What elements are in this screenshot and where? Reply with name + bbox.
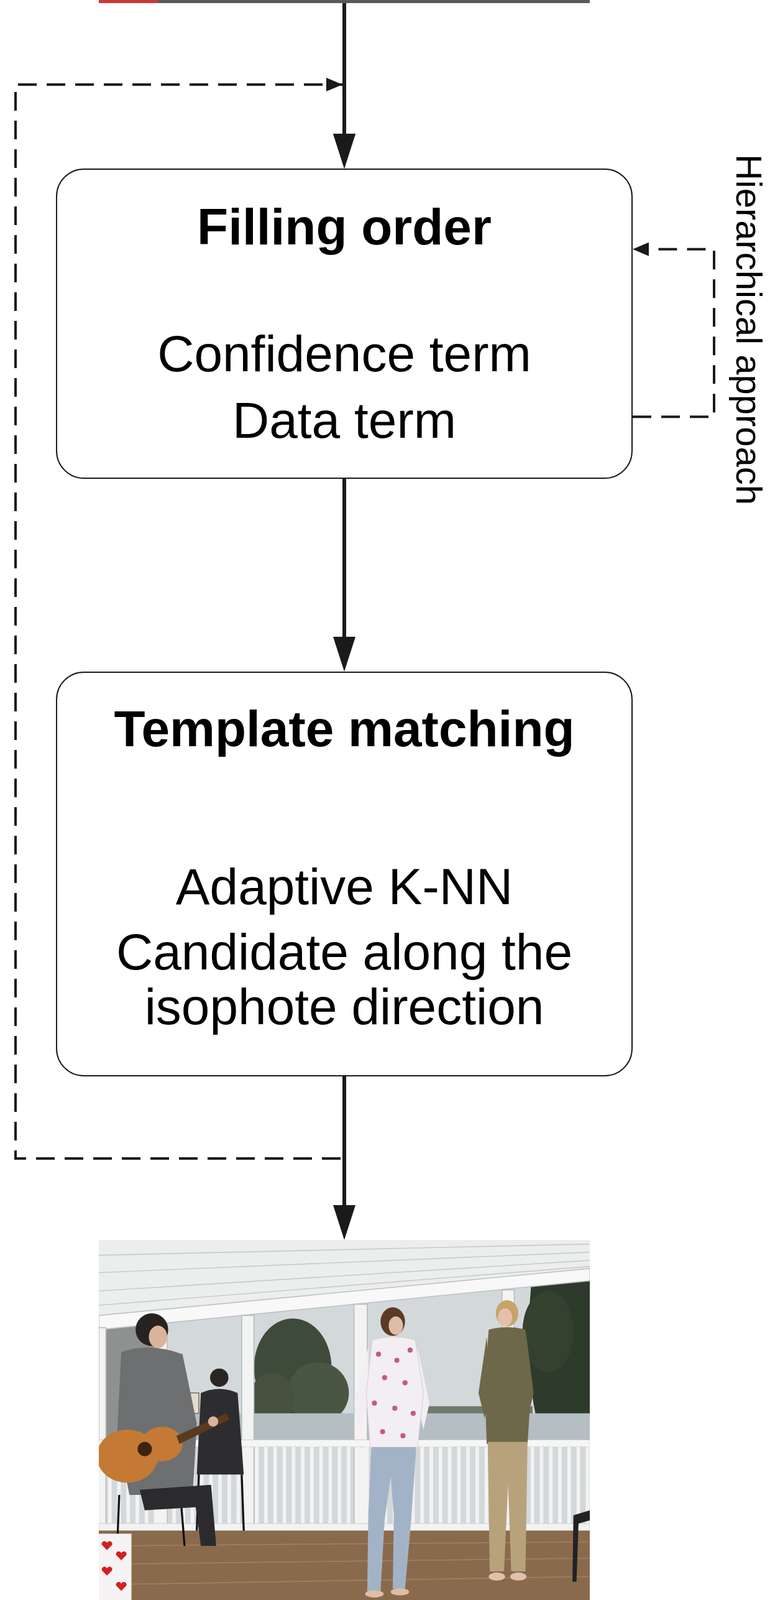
photo-detail	[148, 1324, 168, 1348]
photo-detail	[402, 1379, 408, 1385]
box-heading: Filling order	[197, 197, 492, 257]
connector	[632, 249, 715, 417]
photo-detail	[101, 1565, 113, 1575]
photo-detail	[497, 1307, 513, 1327]
photo-detail	[116, 1550, 127, 1560]
photo-detail	[139, 1484, 217, 1545]
process-box: Template matchingAdaptive K-NN Candidate …	[55, 671, 633, 1076]
input-photo-edge	[98, 0, 158, 4]
edge-label: Hierarchical approach	[730, 151, 767, 508]
photo-detail	[137, 1441, 152, 1456]
photo-detail	[116, 1581, 127, 1590]
process-box: Filling orderConfidence termData term	[55, 168, 633, 479]
photo-detail	[366, 1336, 424, 1449]
photo-detail	[390, 1587, 410, 1595]
connector	[342, 478, 347, 665]
photo-detail	[382, 1374, 388, 1380]
photo-detail	[522, 1290, 574, 1372]
photo-detail	[488, 1571, 505, 1580]
flow-arrow	[342, 1073, 347, 1233]
photo-detail	[101, 1540, 113, 1549]
photo-detail	[101, 1540, 127, 1590]
photo-detail	[371, 1399, 377, 1405]
photo-detail	[176, 1412, 230, 1444]
box-text: Confidence term	[157, 320, 532, 387]
photo-detail	[367, 1446, 417, 1591]
photo-detail	[98, 1239, 590, 1600]
result-photo	[98, 1239, 590, 1600]
photo-detail	[572, 1509, 590, 1582]
junction-arrowhead	[326, 77, 343, 92]
input-photo-edge	[157, 0, 590, 4]
photo-detail	[98, 1532, 132, 1600]
box-text: Adaptive K-NN	[175, 858, 513, 914]
box-text: Data term	[232, 386, 457, 454]
photo-detail	[380, 1306, 405, 1335]
photo-detail	[98, 1267, 590, 1329]
photo-detail	[394, 1356, 399, 1362]
photo-detail	[98, 1243, 590, 1255]
photo-detail	[510, 1571, 527, 1580]
photo-detail	[410, 1410, 416, 1416]
photo-detail	[354, 1346, 369, 1431]
photo-detail	[365, 1589, 385, 1596]
photo-detail	[400, 1432, 406, 1438]
photo-detail	[210, 1367, 229, 1387]
photo-detail	[241, 1473, 244, 1530]
box-heading: Template matching	[113, 699, 575, 758]
photo-detail	[208, 1415, 219, 1426]
flow-arrow	[342, 3, 347, 163]
photo-detail	[484, 1326, 532, 1444]
photo-detail	[487, 1441, 528, 1571]
photo-detail	[379, 1428, 385, 1434]
photo-detail	[375, 1351, 381, 1357]
photo-detail	[371, 1346, 416, 1438]
photo-detail	[495, 1299, 519, 1327]
box-text: Candidate along the isophote direction	[95, 924, 593, 1034]
photo-detail	[392, 1405, 398, 1411]
photo-detail	[98, 1251, 590, 1273]
photo-detail	[388, 1315, 403, 1335]
photo-detail	[407, 1346, 413, 1352]
